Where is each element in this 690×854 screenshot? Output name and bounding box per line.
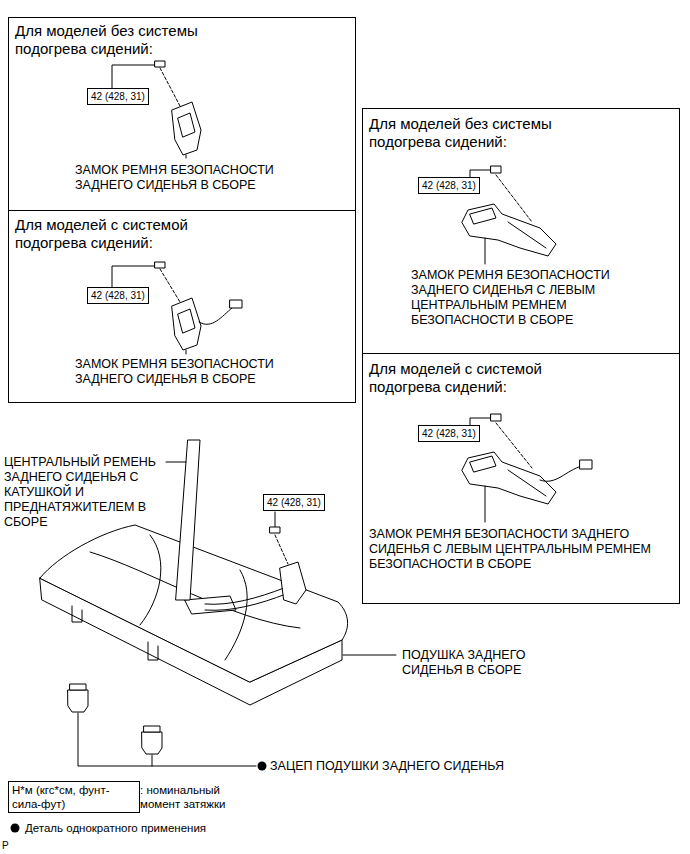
- part-name: ЗАМОК РЕМНЯ БЕЗОПАСНОСТИ ЗАДНЕГО СИДЕНЬЯ…: [75, 163, 307, 193]
- seat-cushion-drawing: [40, 525, 396, 705]
- torque-value: 42 (428, 31): [91, 90, 145, 103]
- torque-value: 42 (428, 31): [422, 427, 476, 440]
- buckle-drawing: [462, 414, 592, 522]
- panel-heading: Для моделей с системой подогрева сидений…: [15, 216, 230, 252]
- buckle-drawing: [112, 262, 242, 354]
- torque-box: 42 (428, 31): [87, 287, 149, 304]
- torque-value: Н*м (кгс*см, фунт-сила-фут): [12, 783, 136, 811]
- cushion-hook-drawing: [68, 684, 256, 766]
- page-mark: P: [2, 840, 22, 852]
- torque-box: 42 (428, 31): [418, 425, 480, 442]
- torque-box: 42 (428, 31): [87, 88, 149, 105]
- torque-box: 42 (428, 31): [263, 494, 325, 511]
- part-name: ПОДУШКА ЗАДНЕГО СИДЕНЬЯ В СБОРЕ: [402, 648, 562, 678]
- panel-heading: Для моделей без системы подогрева сидени…: [15, 22, 230, 58]
- torque-unit-key: Н*м (кгс*см, фунт-сила-фут): [8, 781, 140, 813]
- variant-panel: Для моделей с системой подогрева сидений…: [8, 210, 356, 403]
- torque-value: 42 (428, 31): [422, 179, 476, 192]
- legend-dot: [9, 822, 21, 834]
- legend-note: : номинальный момент затяжки: [140, 783, 258, 811]
- part-name: ЗАМОК РЕМНЯ БЕЗОПАСНОСТИ ЗАДНЕГО СИДЕНЬЯ…: [369, 527, 669, 572]
- buckle-drawing: [205, 512, 306, 610]
- part-name: ЗАЦЕП ПОДУШКИ ЗАДНЕГО СИДЕНЬЯ: [270, 759, 530, 774]
- variant-panel: Для моделей без системы подогрева сидени…: [8, 17, 356, 211]
- legend-entry: Деталь однократного применения: [9, 821, 206, 835]
- buckle-drawing: [112, 61, 201, 158]
- torque-value: 42 (428, 31): [91, 289, 145, 302]
- panel-heading: Для моделей без системы подогрева сидени…: [369, 115, 584, 151]
- seat-belt-drawing: [166, 440, 200, 600]
- torque-value: 42 (428, 31): [267, 496, 321, 509]
- part-name: ЗАМОК РЕМНЯ БЕЗОПАСНОСТИ ЗАДНЕГО СИДЕНЬЯ…: [75, 357, 307, 387]
- variant-panel: Для моделей с системой подогрева сидений…: [362, 353, 680, 604]
- one-time-use-mark: [258, 762, 267, 771]
- legend-text: Деталь однократного применения: [25, 821, 206, 835]
- part-name: ЗАМОК РЕМНЯ БЕЗОПАСНОСТИ ЗАДНЕГО СИДЕНЬЯ…: [411, 268, 636, 328]
- torque-box: 42 (428, 31): [418, 177, 480, 194]
- variant-panel: Для моделей без системы подогрева сидени…: [362, 108, 680, 354]
- part-name: ЦЕНТРАЛЬНЫЙ РЕМЕНЬ ЗАДНЕГО СИДЕНЬЯ С КАТ…: [4, 455, 164, 530]
- panel-heading: Для моделей с системой подогрева сидений…: [369, 360, 584, 396]
